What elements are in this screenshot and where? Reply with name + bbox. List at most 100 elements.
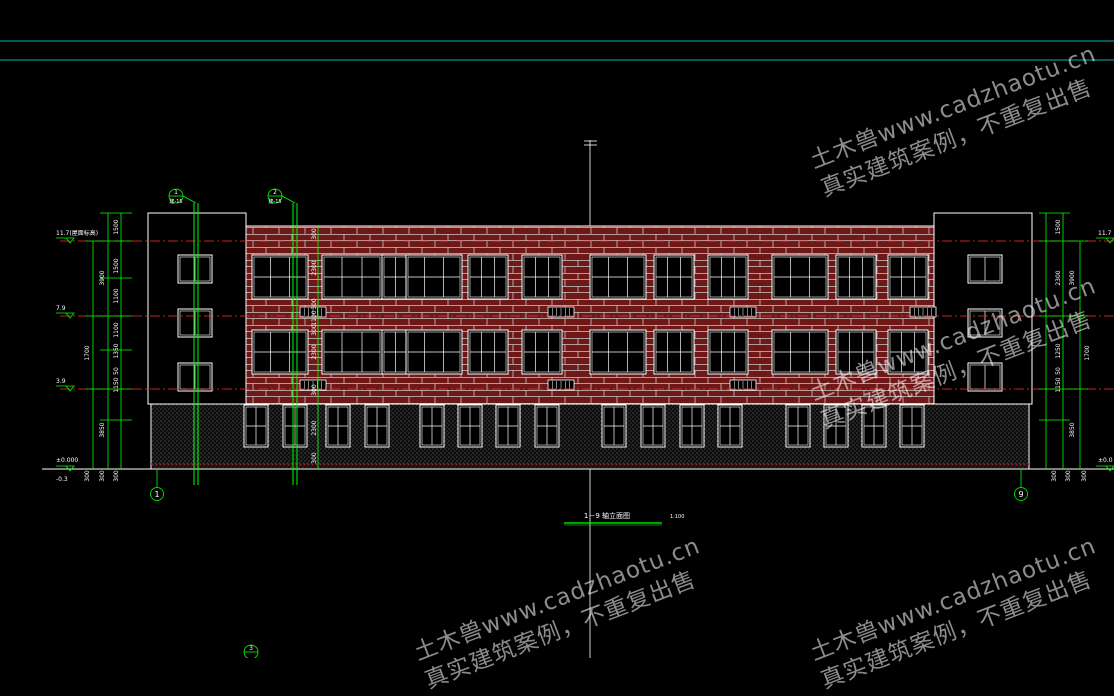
upper-windows bbox=[251, 254, 929, 375]
grid-axis-left: 1 bbox=[150, 469, 164, 501]
dim-text: 300 bbox=[311, 452, 318, 464]
tower-window-right bbox=[967, 254, 1003, 284]
grid-label: 1 bbox=[154, 490, 159, 499]
level-label-ground: ±0.000 bbox=[56, 457, 78, 464]
dim-text: 1500 bbox=[113, 219, 120, 234]
ac-unit bbox=[909, 306, 937, 318]
tower-window-left bbox=[177, 254, 213, 284]
ac-unit bbox=[299, 379, 327, 391]
upper-window bbox=[835, 329, 877, 375]
dim-text: 2300 bbox=[311, 260, 318, 275]
dim-text: 1100 bbox=[311, 310, 318, 325]
tower-windows bbox=[177, 254, 1003, 392]
dim-text: 3900 bbox=[1069, 270, 1076, 285]
upper-window bbox=[771, 329, 829, 375]
upper-window bbox=[321, 254, 383, 300]
dim-text: 1250 bbox=[1055, 343, 1062, 358]
level-lines bbox=[60, 240, 1114, 390]
ac-unit bbox=[299, 306, 327, 318]
dim-text: 300 bbox=[84, 470, 91, 482]
drawing-title: 1－9 轴立面图 bbox=[584, 511, 630, 520]
ac-unit bbox=[547, 306, 575, 318]
dim-text: 300 bbox=[113, 470, 120, 482]
upper-window bbox=[835, 254, 877, 300]
ac-unit bbox=[729, 379, 757, 391]
detail-number: 1 bbox=[174, 189, 178, 196]
dim-text: 300 bbox=[311, 228, 318, 240]
dim-text: 300 bbox=[311, 298, 318, 310]
upper-window bbox=[467, 329, 509, 375]
level-label-3f: 7.9 bbox=[56, 305, 66, 312]
dim-text: 2300 bbox=[1055, 270, 1062, 285]
ground-windows bbox=[243, 404, 925, 448]
grid-axis-right: 9 bbox=[1014, 469, 1028, 501]
ground-window bbox=[823, 404, 849, 448]
upper-window bbox=[653, 254, 695, 300]
ac-units bbox=[299, 306, 937, 391]
dim-text: 1100 bbox=[113, 322, 120, 337]
level-label-roof: 11.7(屋面标高) bbox=[56, 229, 98, 237]
tower-window-right bbox=[967, 308, 1003, 338]
ground-window bbox=[861, 404, 887, 448]
ground-window bbox=[640, 404, 666, 448]
ground-window bbox=[364, 404, 390, 448]
detail-bubble-3: 3 bbox=[243, 644, 259, 658]
detail-number: 3 bbox=[249, 645, 253, 652]
level-label-2f: 3.9 bbox=[56, 378, 66, 385]
elevation-drawing: 11.7(屋面标高) 7.9 3.9 ±0.000 -0.3 11.7 ±0.0… bbox=[0, 40, 1114, 658]
ground-window bbox=[243, 404, 269, 448]
upper-window bbox=[251, 254, 309, 300]
dim-text: 50 bbox=[1055, 367, 1062, 375]
ground-window bbox=[785, 404, 811, 448]
upper-window bbox=[887, 329, 929, 375]
detail-ref: 建-15 bbox=[169, 198, 182, 205]
upper-window bbox=[321, 329, 383, 375]
dim-text: 1100 bbox=[113, 288, 120, 303]
upper-window bbox=[521, 329, 563, 375]
upper-window bbox=[405, 254, 463, 300]
dim-text: 1350 bbox=[113, 343, 120, 358]
level-label-outdoor: -0.3 bbox=[56, 476, 68, 483]
dim-text: 300 bbox=[1065, 470, 1072, 482]
dim-text: 1700 bbox=[1084, 345, 1091, 360]
upper-window bbox=[653, 329, 695, 375]
dim-text: 3900 bbox=[99, 270, 106, 285]
upper-window bbox=[707, 254, 749, 300]
ground-window bbox=[899, 404, 925, 448]
dim-text: 300 bbox=[1081, 470, 1088, 482]
upper-window bbox=[707, 329, 749, 375]
detail-lines bbox=[193, 203, 298, 485]
dim-text: 300 bbox=[1051, 470, 1058, 482]
upper-window bbox=[589, 329, 647, 375]
dim-text: 3850 bbox=[1069, 422, 1076, 437]
dim-text: 1700 bbox=[84, 345, 91, 360]
upper-window bbox=[521, 254, 563, 300]
ground-window bbox=[534, 404, 560, 448]
level-labels: 11.7(屋面标高) 7.9 3.9 ±0.000 -0.3 11.7 ±0.0 bbox=[56, 229, 1113, 483]
ground-window bbox=[282, 404, 308, 448]
drawing-title-block: 1－9 轴立面图 1:100 bbox=[564, 511, 684, 526]
upper-window bbox=[405, 329, 463, 375]
detail-bubble-2: 2 建-15 bbox=[267, 188, 296, 205]
tower-window-right bbox=[967, 362, 1003, 392]
upper-window bbox=[251, 329, 309, 375]
level-symbols bbox=[56, 237, 1114, 472]
ground-window bbox=[495, 404, 521, 448]
upper-window bbox=[467, 254, 509, 300]
dim-text: 300 bbox=[311, 324, 318, 336]
dimension-labels: 3900 1700 3850 1500 1500 1100 1100 1350 … bbox=[84, 219, 1091, 482]
dim-text: 50 bbox=[113, 367, 120, 375]
dim-text: 1150 bbox=[1055, 377, 1062, 392]
dimension-lines-left bbox=[86, 212, 132, 469]
ground-window bbox=[717, 404, 743, 448]
ground-window bbox=[419, 404, 445, 448]
ground-window bbox=[457, 404, 483, 448]
upper-window bbox=[771, 254, 829, 300]
drawing-scale: 1:100 bbox=[670, 514, 684, 520]
dim-text: 300 bbox=[311, 384, 318, 396]
dim-text: 1500 bbox=[1055, 219, 1062, 234]
level-label-roof-right: 11.7 bbox=[1098, 230, 1112, 237]
tower-window-left bbox=[177, 308, 213, 338]
dim-text: 1150 bbox=[113, 377, 120, 392]
detail-bubble-1: 1 建-15 bbox=[168, 188, 197, 205]
